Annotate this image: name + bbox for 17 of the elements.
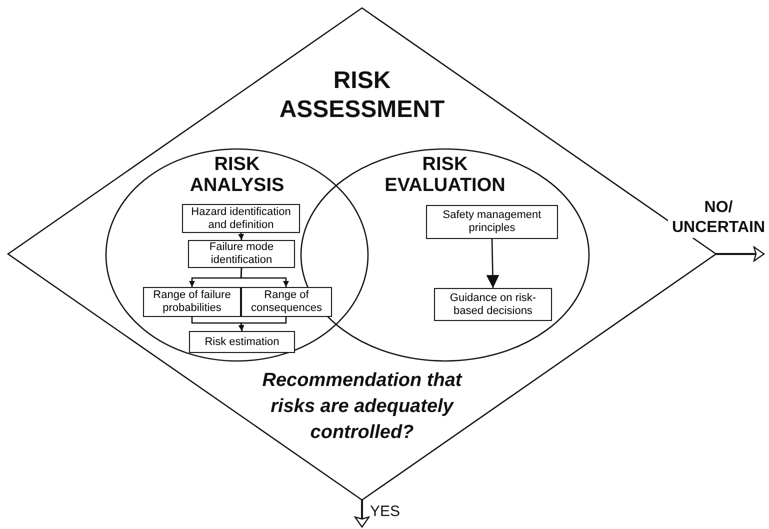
process-box: Risk estimation [189,331,295,353]
region-title: RISK EVALUATION [384,154,506,196]
process-box: Range of failure probabilities [143,287,241,317]
question-text: Recommendation that risks are adequately controlled? [261,369,464,445]
arrow [240,268,289,287]
arrow [486,238,500,288]
process-box: Failure mode identification [188,240,295,268]
process-box: Range of consequences [241,287,332,317]
arrow [354,500,370,528]
process-box: Safety management principles [426,205,558,239]
region-title: RISK ANALYSIS [188,154,286,196]
process-box: Hazard identification and definition [182,204,300,233]
process-box: Guidance on risk-based decisions [434,288,552,321]
arrow [716,246,765,262]
arrow [238,317,287,332]
arrow [238,232,244,240]
node-heading: RISK ASSESSMENT [278,66,446,124]
